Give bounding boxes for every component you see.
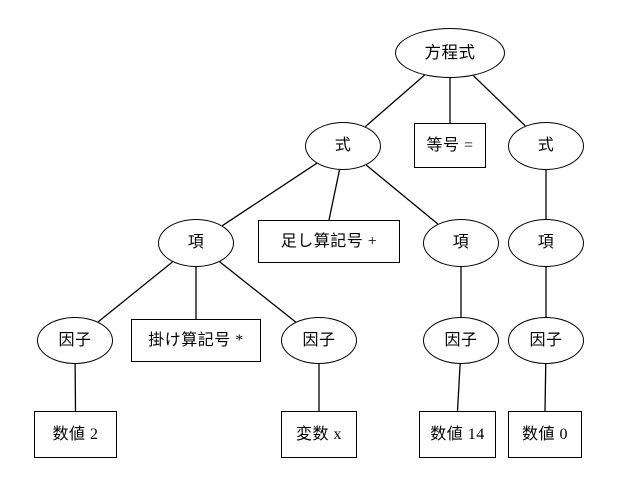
tree-node-label: 変数 x (295, 425, 342, 443)
tree-node-label: 因子 (529, 331, 563, 349)
tree-edge-n4-n10 (219, 261, 297, 323)
tree-edge-n1-n6 (365, 164, 439, 225)
tree-node-n6: 項 (423, 219, 499, 267)
tree-node-label: 式 (537, 137, 555, 154)
tree-node-n15: 数値 14 (419, 411, 496, 458)
tree-node-n0: 方程式 (395, 28, 505, 78)
tree-node-n4: 項 (158, 219, 234, 267)
tree-node-n9: 掛け算記号 * (131, 319, 261, 362)
tree-edge-n1-n5 (328, 169, 341, 221)
tree-edge-n0-n1 (364, 74, 425, 128)
tree-node-label: 項 (537, 234, 555, 251)
tree-node-n5: 足し算記号 + (258, 220, 400, 263)
tree-node-label: 数値 2 (52, 425, 99, 443)
tree-node-n13: 数値 2 (34, 411, 117, 458)
tree-node-n10: 因子 (281, 317, 357, 364)
tree-node-label: 項 (187, 234, 205, 251)
tree-node-n16: 数値 0 (508, 411, 582, 458)
tree-node-label: 式 (334, 137, 352, 154)
tree-node-label: 掛け算記号 * (148, 331, 244, 349)
tree-node-n7: 項 (508, 219, 584, 267)
tree-node-label: 数値 14 (430, 425, 485, 443)
tree-node-label: 項 (452, 234, 470, 251)
tree-edge-n1-n4 (221, 162, 318, 227)
tree-node-label: 因子 (302, 331, 336, 349)
tree-node-n14: 変数 x (281, 411, 357, 458)
tree-node-label: 等号 = (426, 136, 474, 154)
tree-edge-n0-n3 (472, 75, 526, 127)
tree-node-label: 因子 (58, 331, 92, 349)
tree-node-label: 数値 0 (521, 425, 568, 443)
tree-edge-n4-n8 (97, 261, 173, 323)
tree-node-label: 足し算記号 + (280, 232, 378, 250)
tree-edge-n11-n15 (456, 363, 461, 412)
tree-node-n12: 因子 (508, 317, 584, 364)
tree-node-label: 因子 (444, 331, 478, 349)
tree-node-n8: 因子 (37, 317, 113, 364)
tree-node-n1: 式 (305, 122, 381, 170)
tree-node-n11: 因子 (423, 317, 499, 364)
tree-edge-n12-n16 (544, 363, 547, 412)
tree-node-n2: 等号 = (414, 123, 486, 168)
tree-node-n3: 式 (508, 122, 584, 170)
tree-node-label: 方程式 (424, 42, 476, 62)
